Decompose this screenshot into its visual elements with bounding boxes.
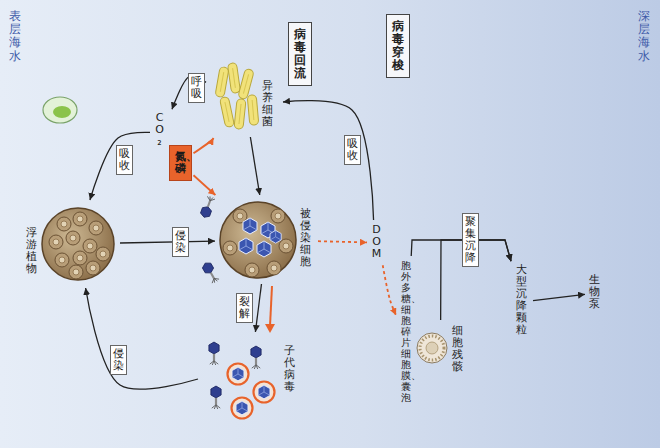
infected-cell-art (220, 202, 296, 278)
node-text: 被侵染细胞 (300, 208, 311, 268)
node-text: 病毒穿梭 (392, 20, 404, 73)
progeny-virus: 子代病毒 (200, 335, 300, 415)
flow-arrow (86, 288, 198, 389)
sinking-particle: 大型沉降颗粒 (514, 262, 531, 342)
co2-label: CO₂ (152, 110, 169, 151)
flow-arrow (383, 265, 396, 315)
bacteria-cluster (215, 63, 259, 130)
edge-label: 裂解 (236, 293, 253, 323)
section-title-box: 病毒穿梭 (386, 14, 410, 79)
flow-arrow (120, 241, 215, 243)
attaching-phage (200, 195, 221, 284)
flow-arrow (318, 241, 367, 242)
flow-arrow (533, 294, 585, 300)
infected-cell: 被侵染细胞 (218, 198, 316, 282)
exudate-text: 胞外多糖、细胞碎片 细胞膜、囊泡 (399, 258, 415, 428)
flow-arrow (194, 175, 216, 195)
flow-arrow (250, 137, 259, 195)
progeny-viruses (209, 342, 275, 418)
node-text: 异养细菌 (262, 80, 273, 128)
node-text: 病毒回流 (294, 28, 306, 81)
node-text: 子代病毒 (284, 345, 295, 393)
node-text: CO₂ (154, 112, 165, 148)
cell-debris: 细胞残骸 (413, 322, 468, 380)
section-title-box: 病毒回流 (288, 22, 312, 87)
green-cell (43, 97, 77, 123)
biological-pump: 生物泵 (588, 272, 604, 314)
cell-debris-art (417, 333, 447, 363)
node-text: 生物泵 (589, 274, 600, 310)
edge-label: 吸收 (116, 145, 133, 175)
edge-label: 侵染 (172, 227, 189, 257)
node-text: DOM (371, 224, 382, 260)
edge-label: 呼吸 (188, 73, 205, 103)
water-layer-label: 表层海水 (9, 10, 21, 63)
phytoplankton-cell (42, 208, 114, 280)
dom-label: DOM (370, 222, 386, 263)
node-text: 细胞残骸 (452, 325, 463, 373)
node-text: 氮、磷 (175, 151, 186, 175)
node-text: 胞外多糖、细胞碎片 细胞膜、囊泡 (401, 260, 411, 403)
flow-arrow (283, 101, 374, 220)
water-layer-label: 深层海水 (638, 10, 650, 63)
flow-arrow (255, 284, 261, 332)
flow-arrow (90, 132, 150, 200)
nutrient-box: 氮、磷 (169, 145, 192, 181)
lysis-arrow (265, 286, 275, 333)
bacteria: 异养细菌 (208, 60, 280, 135)
phytoplankton: 浮游植物 (22, 203, 118, 285)
edge-label: 吸收 (344, 135, 361, 165)
edge-label: 聚集沉降 (462, 213, 479, 267)
flow-arrow (194, 138, 214, 153)
edge-label: 侵染 (110, 345, 127, 375)
node-text: 大型沉降颗粒 (516, 264, 527, 337)
node-text: 浮游植物 (26, 227, 37, 275)
